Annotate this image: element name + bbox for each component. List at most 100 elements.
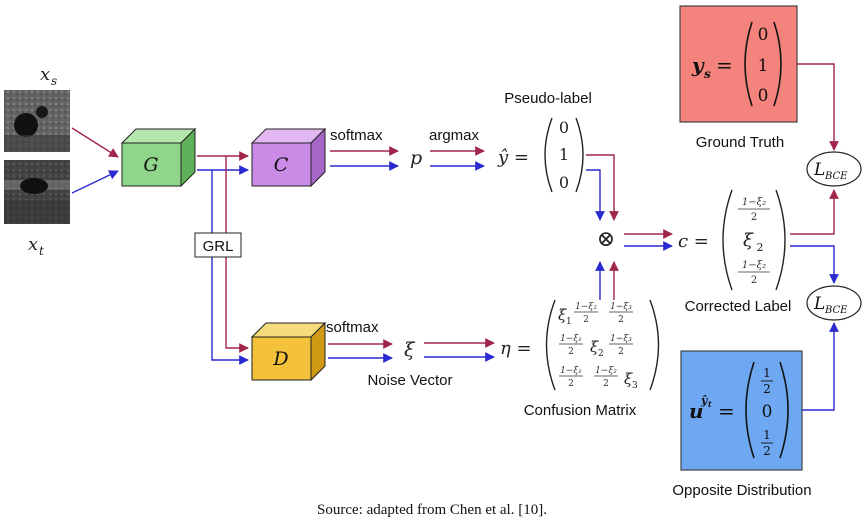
corrected-to-loss-top-arrow (790, 189, 839, 235)
classifier-label: C (274, 154, 289, 176)
target-ultrasound-image (4, 160, 70, 224)
g-to-d-target-arrow (211, 170, 249, 365)
source-input: x s (4, 64, 70, 152)
confusion-matrix-title: Confusion Matrix (524, 402, 637, 419)
cm-r1-xi-sub: 1 (566, 317, 572, 327)
corrected-label: 1−ξ₂ 2 ξ 2 1−ξ₂ 2 Corrected Label (685, 189, 792, 315)
source-ultrasound-image (4, 90, 70, 152)
ground-truth-eq: = (716, 53, 733, 77)
softmax-bottom-label: softmax (326, 319, 379, 336)
corrected-mid-sub: 2 (757, 241, 764, 254)
corrected-bot-denominator: 2 (751, 275, 757, 286)
cm-r2-c1-den: 2 (568, 347, 574, 357)
cm-r2-xi-sub: 2 (598, 349, 604, 359)
ground-truth-value-2: 0 (758, 86, 769, 106)
cm-r1-c3-num: 1−ξ₃ (610, 302, 632, 312)
opposite-right-paren (779, 361, 789, 459)
loss-bottom-sub: BCE (824, 305, 848, 316)
corrected-label-right-paren (775, 189, 786, 291)
opposite-eq: = (718, 399, 735, 423)
opposite-left-paren (745, 361, 755, 459)
pseudo-label-value-1: 1 (559, 145, 569, 164)
target-input: x t (4, 160, 70, 258)
pseudo-label: Pseudo-label ŷ = 0 1 0 (497, 90, 592, 193)
xi-symbol: ξ (404, 339, 416, 361)
opposite-distribution-title: Opposite Distribution (672, 482, 811, 499)
loss-bce-top: L BCE (806, 151, 862, 187)
loss-bottom-symbol: L (813, 294, 825, 314)
yhat-to-otimes-source-arrow (586, 154, 619, 221)
target-input-subscript: t (39, 244, 44, 258)
corrected-top-denominator: 2 (751, 212, 757, 223)
cm-r2-c3-den: 2 (618, 347, 624, 357)
cm-r3-c1-num: 1−ξ₁ (560, 366, 582, 376)
cm-r3-xi: ξ (624, 370, 633, 388)
source-to-g-arrow (71, 127, 119, 158)
opposite-lhs-sup-sub: t (708, 399, 712, 409)
source-input-subscript: s (51, 74, 57, 88)
corrected-to-loss-bottom-arrow (790, 245, 839, 284)
g-to-d-source-arrow (225, 156, 249, 353)
opposite-lhs: u (689, 399, 704, 423)
cm-r1-xi: ξ (558, 306, 567, 324)
opposite-to-loss-arrow (802, 322, 839, 411)
opposite-lhs-sup: ŷ (700, 394, 709, 407)
cm-r2-c1-num: 1−ξ₁ (560, 334, 582, 344)
cm-r2-c3-num: 1−ξ₃ (610, 334, 632, 344)
confusion-left-paren (545, 299, 556, 391)
ground-truth-value-1: 1 (758, 56, 769, 76)
opposite-distribution: u ŷ t = 1 2 0 1 2 Opposite Distribution (672, 350, 812, 499)
figure-caption: Source: adapted from Chen et al. [10]. (317, 502, 547, 518)
source-input-label: x (40, 64, 50, 85)
cm-r1-c2-num: 1−ξ₂ (575, 302, 597, 312)
otimes-symbol: ⊗ (597, 227, 615, 252)
cm-r3-c2-num: 1−ξ₂ (595, 366, 617, 376)
ground-truth-box (679, 5, 798, 123)
eta-equals: η = (500, 338, 532, 359)
loss-top-symbol: L (813, 160, 825, 180)
corrected-label-left-paren (722, 189, 733, 291)
opposite-mid: 0 (762, 402, 773, 422)
pseudo-label-left-paren (544, 117, 553, 193)
ground-truth-lhs: y (691, 53, 705, 77)
loss-bce-bottom: L BCE (806, 285, 862, 321)
opposite-top-num: 1 (763, 366, 771, 380)
opposite-bot-den: 2 (763, 444, 771, 458)
softmax-top-label: softmax (330, 127, 383, 144)
p-symbol: p (410, 147, 422, 169)
ground-truth-right-paren (773, 21, 782, 107)
yhat-to-otimes-target-arrow (586, 169, 605, 221)
target-input-label: x (28, 234, 38, 255)
pseudo-label-title: Pseudo-label (504, 90, 592, 107)
opposite-top-den: 2 (763, 382, 771, 396)
corrected-bot-numerator: 1−ξ₂ (742, 260, 766, 271)
confusion-right-paren (649, 299, 660, 391)
classifier-block: C (250, 127, 327, 188)
pseudo-label-value-0: 0 (559, 118, 569, 137)
cm-r3-c1-den: 2 (568, 379, 574, 389)
ground-truth-left-paren (744, 21, 753, 107)
generator-label: G (143, 154, 158, 176)
grl-box: GRL (194, 232, 242, 258)
c-equals: c = (678, 231, 709, 252)
corrected-top-numerator: 1−ξ₂ (742, 197, 766, 208)
gt-to-loss-arrow (797, 63, 839, 151)
pseudo-label-right-paren (575, 117, 584, 193)
ground-truth: y s = 0 1 0 Ground Truth (679, 5, 798, 151)
ground-truth-lhs-sub: s (704, 67, 711, 81)
cm-r2-xi: ξ (590, 338, 599, 356)
grl-label: GRL (203, 238, 234, 255)
cm-r1-c3-den: 2 (618, 315, 624, 325)
ground-truth-title: Ground Truth (696, 134, 784, 151)
corrected-label-title: Corrected Label (685, 298, 792, 315)
cm-r3-xi-sub: 3 (632, 381, 638, 391)
discriminator-block: D (250, 321, 327, 382)
argmax-label: argmax (429, 127, 480, 144)
confusion-matrix: ξ 1 1−ξ₂ 2 1−ξ₃ 2 1−ξ₁ 2 ξ 2 1−ξ₃ 2 1−ξ₁… (524, 299, 660, 419)
yhat-equals: ŷ = (497, 147, 529, 168)
noise-vector-title: Noise Vector (367, 372, 452, 389)
loss-top-sub: BCE (824, 171, 848, 182)
target-to-g-arrow (71, 170, 119, 194)
cm-r3-c2-den: 2 (603, 379, 609, 389)
